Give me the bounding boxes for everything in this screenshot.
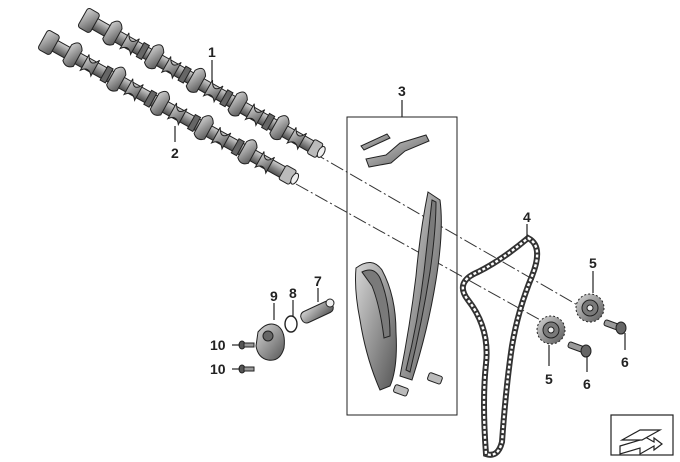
camshaft-1 — [77, 8, 326, 158]
camshaft-2 — [37, 30, 300, 185]
arrow-right-icon[interactable] — [610, 414, 674, 456]
callout-6-lower: 6 — [583, 376, 591, 392]
leader-lines — [174, 60, 626, 372]
callout-1: 1 — [208, 44, 216, 60]
sealing-ring — [284, 315, 298, 333]
screw-lower — [238, 364, 255, 374]
bolt-upper — [603, 319, 627, 335]
tensioner-housing — [255, 323, 285, 361]
callout-2: 2 — [171, 145, 179, 161]
callout-7: 7 — [314, 273, 322, 289]
callout-4: 4 — [523, 209, 531, 225]
sprocket-lower — [536, 315, 566, 345]
callout-10-upper: 10 — [210, 337, 226, 353]
bolt-lower — [567, 341, 592, 358]
tensioner-rail — [355, 262, 409, 397]
chain-tensioner — [300, 298, 335, 324]
callout-9: 9 — [270, 288, 278, 304]
callout-8: 8 — [289, 285, 297, 301]
callout-6-upper: 6 — [621, 354, 629, 370]
screw-upper — [238, 340, 255, 350]
timing-chain — [459, 234, 541, 458]
callout-3: 3 — [398, 83, 406, 99]
callout-5-upper: 5 — [589, 255, 597, 271]
guide-rail — [399, 191, 443, 385]
chain-guide-clip — [360, 133, 430, 168]
axis-lines — [295, 151, 601, 332]
callout-5-lower: 5 — [545, 371, 553, 387]
sprocket-upper — [575, 293, 605, 323]
callout-10-lower: 10 — [210, 361, 226, 377]
